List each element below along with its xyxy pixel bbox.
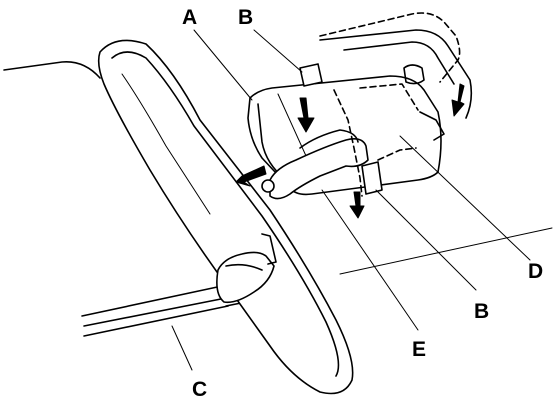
leader-b-top [253,29,303,73]
back-plate [319,29,473,141]
removal-arrows [235,83,465,219]
arrow-down-lower [349,191,365,219]
arrow-down-right [451,83,465,117]
leader-b-lower [375,189,477,291]
leader-a [193,29,253,101]
tab-b-top [299,63,323,87]
leader-c [171,325,193,371]
tab-b-lower [361,161,383,195]
arrow-down-top [297,97,315,133]
label-a: A [182,6,197,29]
leader-e [321,189,419,331]
mirror-stem [261,129,369,200]
mount-base-dashed [319,12,461,197]
label-c: C [192,378,207,401]
label-b-lower: B [474,300,489,323]
leader-lines [171,29,531,371]
label-d: D [528,260,543,283]
mirror-clip [216,233,277,304]
mirror-housing [97,39,354,395]
roof-lines [3,61,553,337]
arrow-left [235,165,267,187]
label-e: E [412,338,426,361]
leader-d [399,135,531,261]
label-b-top: B [238,6,253,29]
